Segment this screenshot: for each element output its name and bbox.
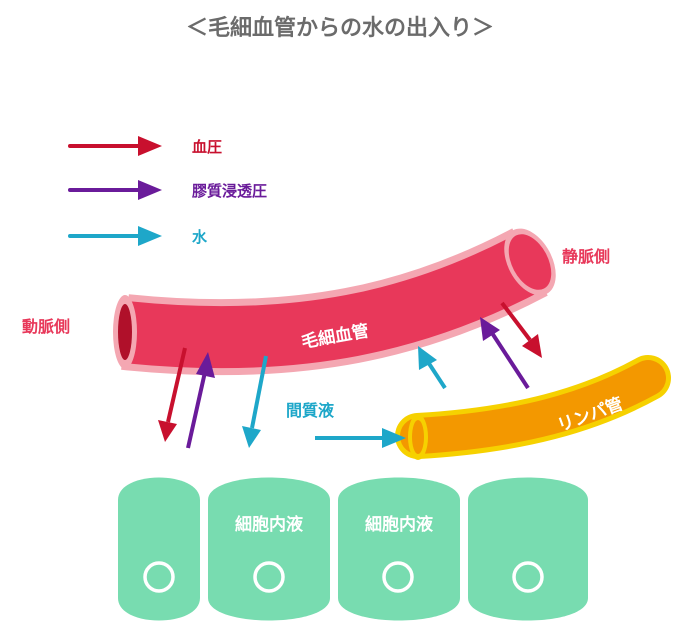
- cell-3-body: [338, 477, 460, 621]
- cell-2-body: [208, 477, 330, 621]
- capillary-vessel: 毛細血管: [113, 228, 556, 376]
- cell-2-nucleus: [253, 561, 285, 593]
- cell-1: [118, 477, 200, 621]
- arrowhead-water-to-lymph: [382, 428, 406, 448]
- cell-4-body: [468, 477, 588, 621]
- cell-3: 細胞内液: [338, 477, 460, 621]
- artery-side-label: 動脈側: [22, 317, 70, 336]
- arrow-water-in: [426, 360, 447, 390]
- cell-3-label: 細胞内液: [365, 514, 433, 535]
- lymph-body: [400, 360, 666, 454]
- vein-side-label: 静脈側: [562, 247, 610, 266]
- flow-arrows: [158, 301, 542, 449]
- lymphatic-vessel: リンパ管: [395, 355, 671, 460]
- arrowhead-blood-pressure-vein: [522, 334, 542, 358]
- arrow-oncotic-vein: [490, 331, 530, 390]
- arrowhead-oncotic-vein: [480, 317, 500, 341]
- diagram-title: ＜毛細血管からの水の出入り＞: [186, 15, 494, 41]
- lymph-opening: [412, 420, 424, 454]
- cell-2: 細胞内液: [208, 477, 330, 621]
- legend-label-oncotic-pressure: 膠質浸透圧: [192, 182, 267, 200]
- arrow-oncotic-artery: [186, 371, 207, 449]
- arrow-blood-pressure-artery: [166, 347, 187, 423]
- cell-4-nucleus: [512, 561, 544, 593]
- cell-1-body: [118, 477, 200, 621]
- legend-arrowhead-water: [138, 226, 162, 246]
- legend-item-blood-pressure: 血圧: [68, 136, 222, 156]
- legend-item-oncotic-pressure: 膠質浸透圧: [68, 180, 267, 200]
- cell-3-nucleus: [382, 561, 414, 593]
- arrow-water-out: [250, 355, 268, 429]
- arrowhead-blood-pressure-artery: [158, 420, 177, 442]
- capillary-opening: [118, 304, 132, 360]
- arrow-blood-pressure-vein: [500, 301, 532, 342]
- capillary-far-end: [508, 234, 552, 290]
- interstitial-fluid-label: 間質液: [286, 401, 335, 420]
- arrowhead-water-in: [418, 346, 437, 370]
- legend-label-water: 水: [192, 228, 208, 246]
- legend-label-blood-pressure: 血圧: [192, 138, 222, 156]
- cell-4: [468, 477, 588, 621]
- legend-item-water: 水: [68, 226, 208, 246]
- arrowhead-oncotic-artery: [196, 352, 215, 378]
- cell-2-label: 細胞内液: [235, 514, 303, 535]
- legend-arrowhead-blood-pressure: [138, 136, 162, 156]
- cell-1-nucleus: [143, 561, 175, 593]
- arrowhead-water-out: [242, 426, 261, 448]
- cells: 細胞内液 細胞内液: [118, 477, 588, 621]
- legend: 血圧 膠質浸透圧 水: [68, 136, 267, 246]
- legend-arrowhead-oncotic-pressure: [138, 180, 162, 200]
- capillary-body: [121, 234, 545, 369]
